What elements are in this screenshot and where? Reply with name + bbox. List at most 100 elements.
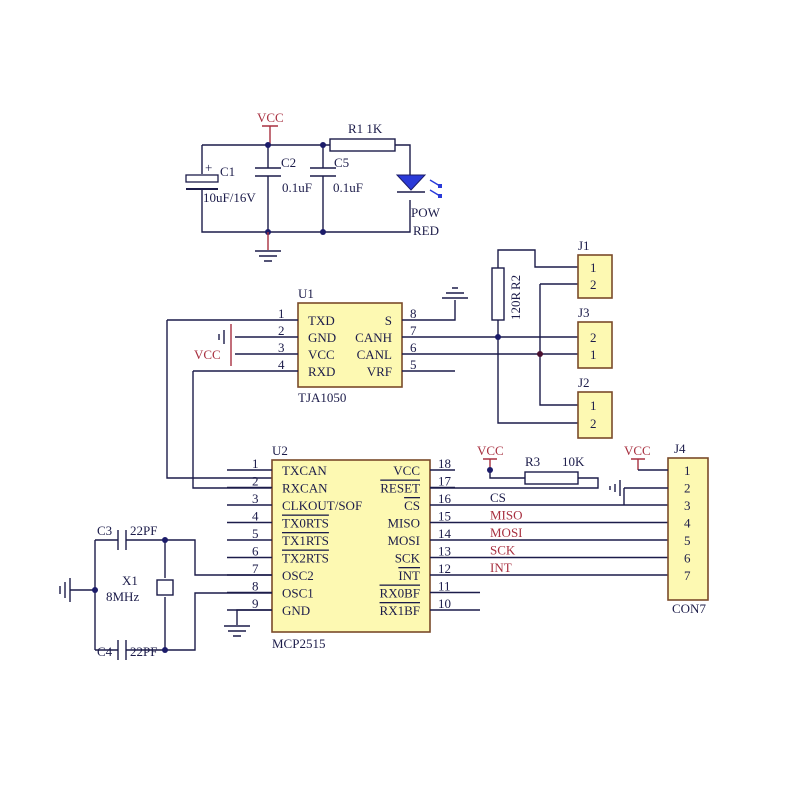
pin-name: MOSI [387, 533, 420, 548]
pin-name: TXD [308, 313, 335, 328]
pin-name: VCC [308, 347, 335, 362]
c5-label: C5 [334, 155, 349, 170]
pin-number: 14 [438, 526, 452, 541]
pin-number: 6 [252, 544, 259, 559]
net-label: MISO [490, 508, 523, 523]
pin-number: 3 [684, 498, 691, 513]
j1-connector [577, 254, 613, 299]
pin-number: 3 [252, 491, 259, 506]
ground-icon [609, 480, 621, 496]
pin-name: INT [398, 568, 420, 583]
pin-number: 2 [590, 416, 597, 431]
pin-number: 8 [410, 306, 417, 321]
pin-number: 1 [278, 306, 285, 321]
r1-resistor [329, 138, 396, 152]
r2-resistor [491, 267, 505, 321]
pin-number: 6 [684, 551, 691, 566]
led-label-red: RED [413, 223, 439, 238]
pin-number: 1 [252, 456, 259, 471]
u1-vcc-label: VCC [194, 347, 221, 362]
ground-icon [224, 625, 250, 637]
pin-number: 1 [590, 260, 597, 275]
j4-connector [667, 457, 709, 601]
j2-ref: J2 [578, 375, 590, 390]
pin-name: RXD [308, 364, 335, 379]
pin-number: 4 [252, 509, 259, 524]
pin-number: 1 [684, 463, 691, 478]
pin-number: 16 [438, 491, 452, 506]
c2-value: 0.1uF [282, 180, 312, 195]
c4-value: 22PF [130, 644, 157, 659]
c2-label: C2 [281, 155, 296, 170]
c5-value: 0.1uF [333, 180, 363, 195]
u1-ref: U1 [298, 286, 314, 301]
j3-ref: J3 [578, 305, 590, 320]
pin-name: VCC [393, 463, 420, 478]
pin-name: RX0BF [380, 586, 420, 601]
c1-label: C1 [220, 164, 235, 179]
pin-number: 3 [278, 340, 285, 355]
r3-value: 10K [562, 454, 585, 469]
net-label: SCK [490, 543, 516, 558]
pin-name: CS [404, 498, 420, 513]
c3-label: C3 [97, 523, 112, 538]
pin-number: 1 [590, 398, 597, 413]
u1-chip [297, 302, 403, 388]
crystal-section: C3 22PF C4 22PF X1 8MHz [59, 523, 272, 660]
pin-number: 2 [252, 474, 259, 489]
ground-icon [59, 578, 71, 602]
j4-part: CON7 [672, 601, 706, 616]
pin-number: 7 [410, 323, 417, 338]
pin-name: VRF [367, 364, 392, 379]
ground-icon [255, 232, 281, 262]
pin-number: 1 [590, 347, 597, 362]
j2-connector [577, 391, 613, 439]
pin-number: 4 [684, 516, 691, 531]
u2-chip [271, 459, 431, 633]
pin-name: RESET [380, 481, 420, 496]
pin-number: 5 [684, 533, 691, 548]
j4-vcc-label: VCC [624, 443, 651, 458]
pin-number: 7 [252, 561, 259, 576]
led-label-pow: POW [411, 205, 441, 220]
pin-number: 10 [438, 596, 451, 611]
pin-name: RX1BF [380, 603, 420, 618]
pin-number: 17 [438, 474, 452, 489]
c1-capacitor [185, 174, 219, 183]
pin-number: 15 [438, 509, 451, 524]
r1-label: R1 1K [348, 121, 383, 136]
pin-number: 2 [590, 330, 597, 345]
pin-number: 6 [410, 340, 417, 355]
pin-number: 8 [252, 579, 259, 594]
power-section: VCC R1 1K + C1 10uF/16V C2 0.1uF C5 0.1u… [185, 110, 442, 262]
ground-icon [442, 287, 468, 299]
pin-number: 11 [438, 579, 451, 594]
pin-name: TX2RTS [282, 551, 329, 566]
pin-number: 13 [438, 544, 451, 559]
pin-name: MISO [387, 516, 420, 531]
r3-resistor [524, 471, 579, 485]
power-led-icon [395, 174, 442, 198]
net-label: INT [490, 560, 512, 575]
net-label: CS [490, 490, 506, 505]
r2-ref: R2 [508, 275, 523, 290]
c1-plus: + [205, 160, 212, 175]
vcc-label: VCC [257, 110, 284, 125]
pin-number: 7 [684, 568, 691, 583]
pin-number: 4 [278, 357, 285, 372]
pin-number: 5 [252, 526, 259, 541]
pin-name: CLKOUT/SOF [282, 498, 362, 513]
j3-connector [577, 321, 613, 369]
pin-number: 2 [684, 481, 691, 496]
pin-number: 9 [252, 596, 259, 611]
u1-part: TJA1050 [298, 390, 346, 405]
c4-label: C4 [97, 644, 113, 659]
pin-number: 5 [410, 357, 417, 372]
x1-value: 8MHz [106, 589, 139, 604]
pin-name: TX0RTS [282, 516, 329, 531]
u2-ref: U2 [272, 443, 288, 458]
pin-name: OSC1 [282, 586, 314, 601]
